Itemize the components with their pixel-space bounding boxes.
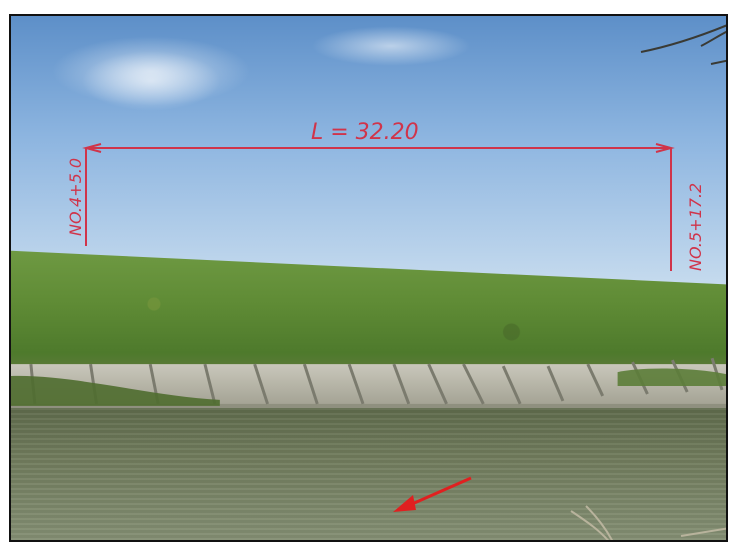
reeds bbox=[570, 505, 726, 540]
river-water bbox=[11, 408, 726, 540]
tree-branch bbox=[640, 24, 726, 65]
arrow-icon bbox=[393, 476, 472, 512]
photo-frame: L = 32.20 NO.4+5.0 NO.5+17.2 bbox=[9, 14, 728, 542]
right-station-label: NO.5+17.2 bbox=[686, 183, 705, 271]
length-label: L = 32.20 bbox=[311, 120, 419, 145]
sky bbox=[11, 16, 726, 286]
left-station-label: NO.4+5.0 bbox=[66, 158, 85, 236]
annotation-overlay: L = 32.20 NO.4+5.0 NO.5+17.2 bbox=[66, 24, 726, 540]
